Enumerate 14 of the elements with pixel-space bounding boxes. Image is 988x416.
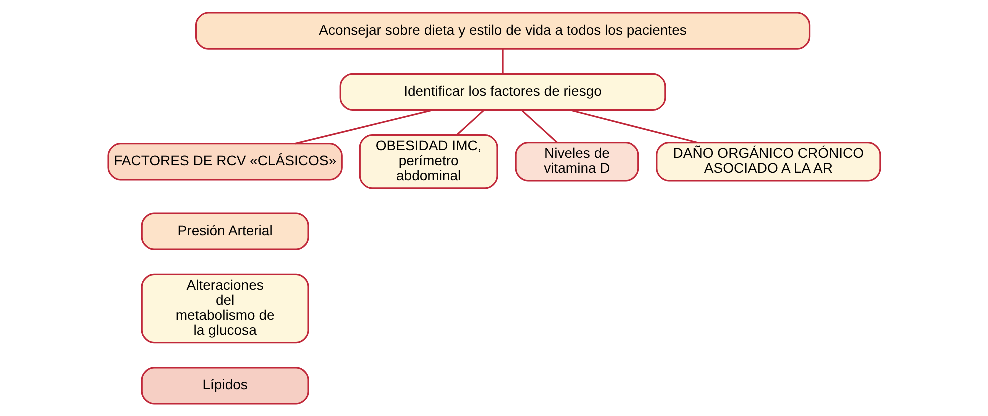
connector [456,109,484,136]
connector [502,48,504,74]
node-box: Lípidos [140,366,309,404]
node-box: Niveles de vitamina D [514,142,639,182]
node-box: Aconsejar sobre dieta y estilo de vida a todos los pacientes [194,12,810,50]
node-box: Identificar los factores de riesgo [339,72,666,111]
connector [294,109,433,144]
connector [520,109,558,143]
connector [569,109,698,144]
node-box: DAÑO ORGÁNICO CRÓNICO ASOCIADO A LA AR [656,142,881,182]
node-box: FACTORES DE RCV «CLÁSICOS» [107,142,342,180]
node-box: OBESIDAD IMC, perímetro abdominal [358,134,498,189]
node-box: Alteraciones del metabolismo de la glucosa [140,273,309,344]
node-box: Presión Arterial [140,212,309,250]
